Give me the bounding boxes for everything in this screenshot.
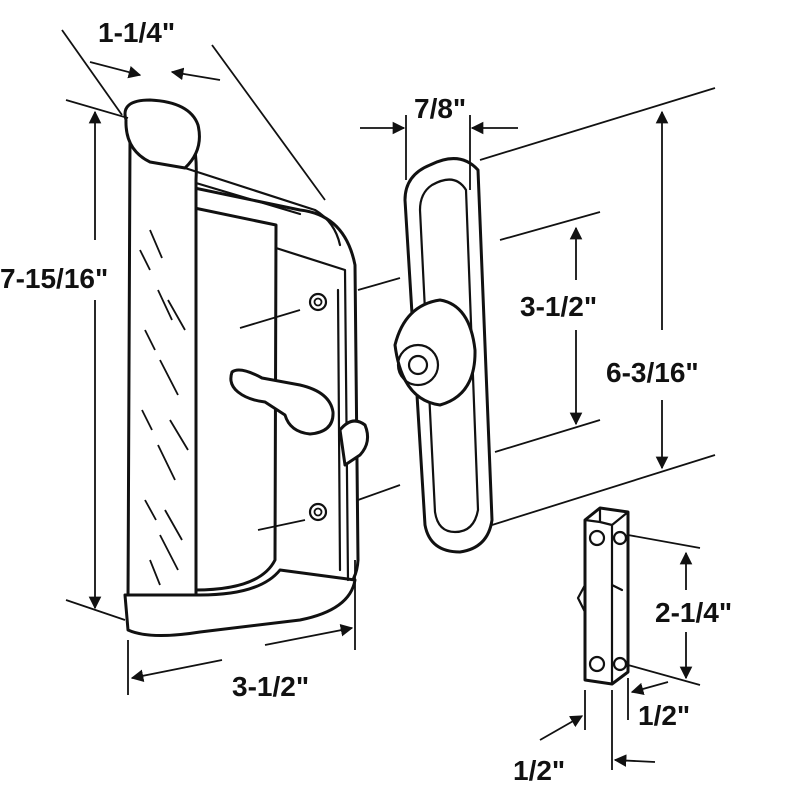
keeper-part — [576, 506, 630, 686]
dim-handle-depth: 3-1/2" — [232, 671, 309, 702]
dim-handle-height: 7-15/16" — [0, 263, 108, 294]
escutcheon-part — [393, 157, 494, 554]
dim-keeper-width: 1/2" — [513, 755, 565, 786]
dim-escutcheon-hole-spacing: 3-1/2" — [520, 291, 597, 322]
dim-handle-width: 1-1/4" — [98, 17, 175, 48]
handle-part — [123, 98, 370, 638]
dim-keeper-depth: 1/2" — [638, 700, 690, 731]
dimension-lines — [61, 29, 716, 770]
dim-keeper-hole-spacing: 2-1/4" — [655, 597, 732, 628]
dim-escutcheon-height: 6-3/16" — [606, 357, 699, 388]
dim-escutcheon-width: 7/8" — [414, 93, 466, 124]
grip-hatching — [139, 229, 189, 586]
